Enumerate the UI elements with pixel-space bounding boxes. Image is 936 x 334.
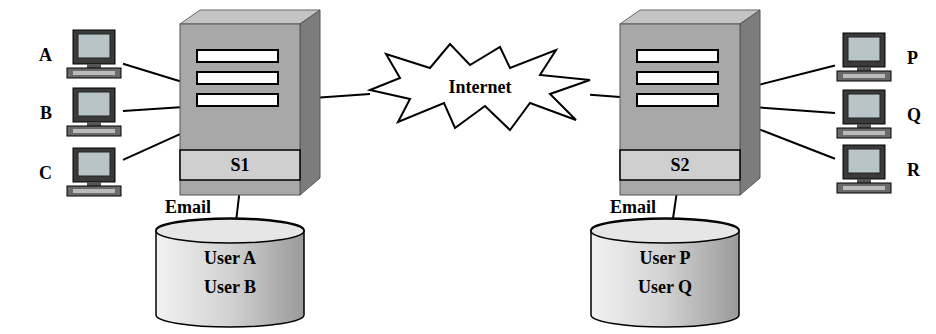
computer-label: Q — [907, 105, 921, 126]
computer-drawing — [835, 90, 893, 140]
computer-label: B — [40, 103, 52, 124]
database-user: User Q — [638, 277, 692, 298]
computer-label: A — [39, 45, 52, 66]
server-drawing — [180, 10, 320, 195]
connector-line — [320, 94, 370, 98]
computer-drawing — [65, 88, 123, 138]
computer-label: C — [39, 163, 52, 184]
user-database: User P User Q — [590, 218, 740, 328]
computer-icon: C — [65, 148, 123, 198]
email-server: S1Email — [180, 10, 320, 195]
connector-line — [123, 134, 180, 160]
server-name: S2 — [620, 150, 740, 180]
server-name: S1 — [180, 150, 300, 180]
computer-icon: R — [835, 145, 893, 195]
computer-label: P — [907, 48, 918, 69]
computer-icon: A — [65, 30, 123, 80]
cloud-label: Internet — [449, 77, 512, 98]
database-user: User B — [204, 277, 256, 298]
connector-line — [236, 195, 239, 218]
email-server: S2Email — [620, 10, 760, 195]
database-user: User A — [204, 248, 256, 269]
internet-cloud: Internet — [370, 40, 590, 132]
computer-icon: Q — [835, 90, 893, 140]
connector-line — [760, 108, 835, 113]
computer-drawing — [835, 33, 893, 83]
cylinder-drawing — [155, 218, 305, 328]
connector-line — [590, 95, 620, 97]
database-user: User P — [639, 248, 690, 269]
computer-icon: B — [65, 88, 123, 138]
connector-line — [760, 130, 835, 159]
computer-label: R — [907, 160, 920, 181]
connector-line — [123, 64, 180, 81]
server-drawing — [620, 10, 760, 195]
server-caption: Email — [165, 197, 211, 218]
connector-line — [123, 107, 180, 111]
connector-line — [673, 195, 676, 218]
computer-icon: P — [835, 33, 893, 83]
server-caption: Email — [610, 197, 656, 218]
computer-drawing — [65, 148, 123, 198]
computer-drawing — [835, 145, 893, 195]
user-database: User A User B — [155, 218, 305, 328]
computer-drawing — [65, 30, 123, 80]
cylinder-drawing — [590, 218, 740, 328]
connector-line — [760, 65, 835, 84]
